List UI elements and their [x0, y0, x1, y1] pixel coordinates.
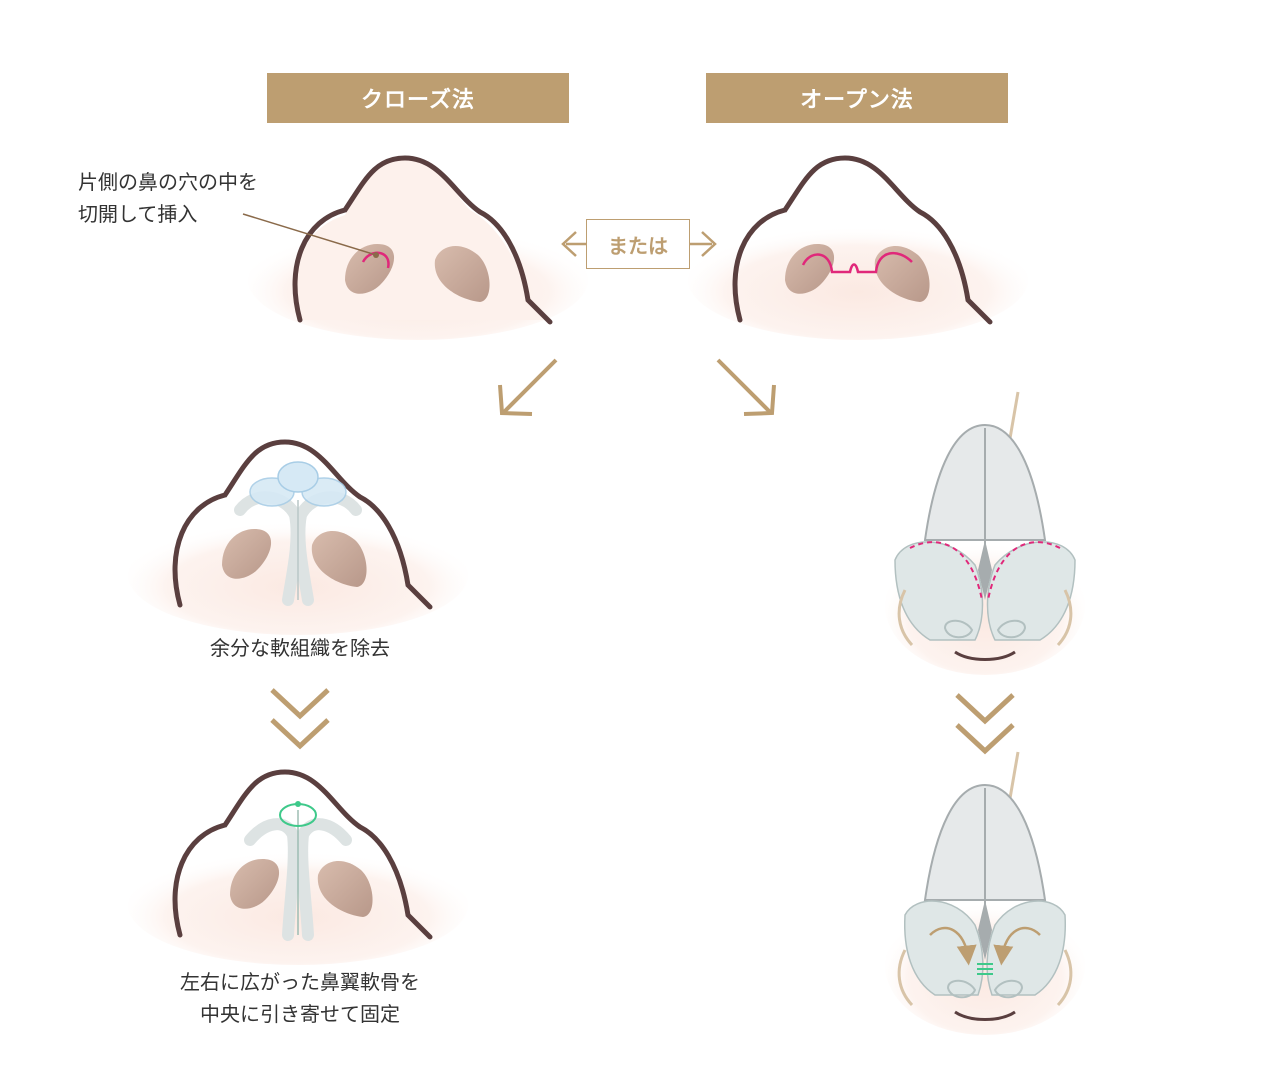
incision-caption-line1: 片側の鼻の穴の中を	[78, 170, 258, 194]
fix-caption: 左右に広がった鼻翼軟骨を 中央に引き寄せて固定	[120, 966, 480, 1030]
incision-caption-line2: 切開して挿入	[78, 202, 198, 226]
closed-method-header: クローズ法	[267, 73, 569, 123]
or-connector-arrows	[561, 231, 717, 257]
open-method-header: オープン法	[706, 73, 1008, 123]
fix-caption-line2: 中央に引き寄せて固定	[200, 1002, 400, 1026]
nose-top-right	[688, 155, 1028, 340]
incision-leader-line	[242, 213, 377, 256]
remove-caption: 余分な軟組織を除去	[210, 636, 390, 660]
chevrons-right	[955, 693, 1015, 755]
fix-caption-line1: 左右に広がった鼻翼軟骨を	[180, 970, 420, 994]
cartilage-fixed-view	[885, 751, 1085, 1035]
cartilage-open-view	[885, 391, 1085, 675]
nose-bottom-left	[128, 769, 468, 965]
incision-caption: 片側の鼻の穴の中を 切開して挿入	[78, 166, 258, 230]
nose-mid-left	[128, 439, 468, 635]
arrow-to-closed-branch	[498, 358, 558, 416]
or-label: または	[608, 233, 668, 258]
chevrons-left	[270, 688, 330, 750]
arrow-to-open-branch	[716, 358, 776, 416]
or-label-box: または	[586, 219, 690, 269]
nose-top-left	[248, 155, 588, 340]
